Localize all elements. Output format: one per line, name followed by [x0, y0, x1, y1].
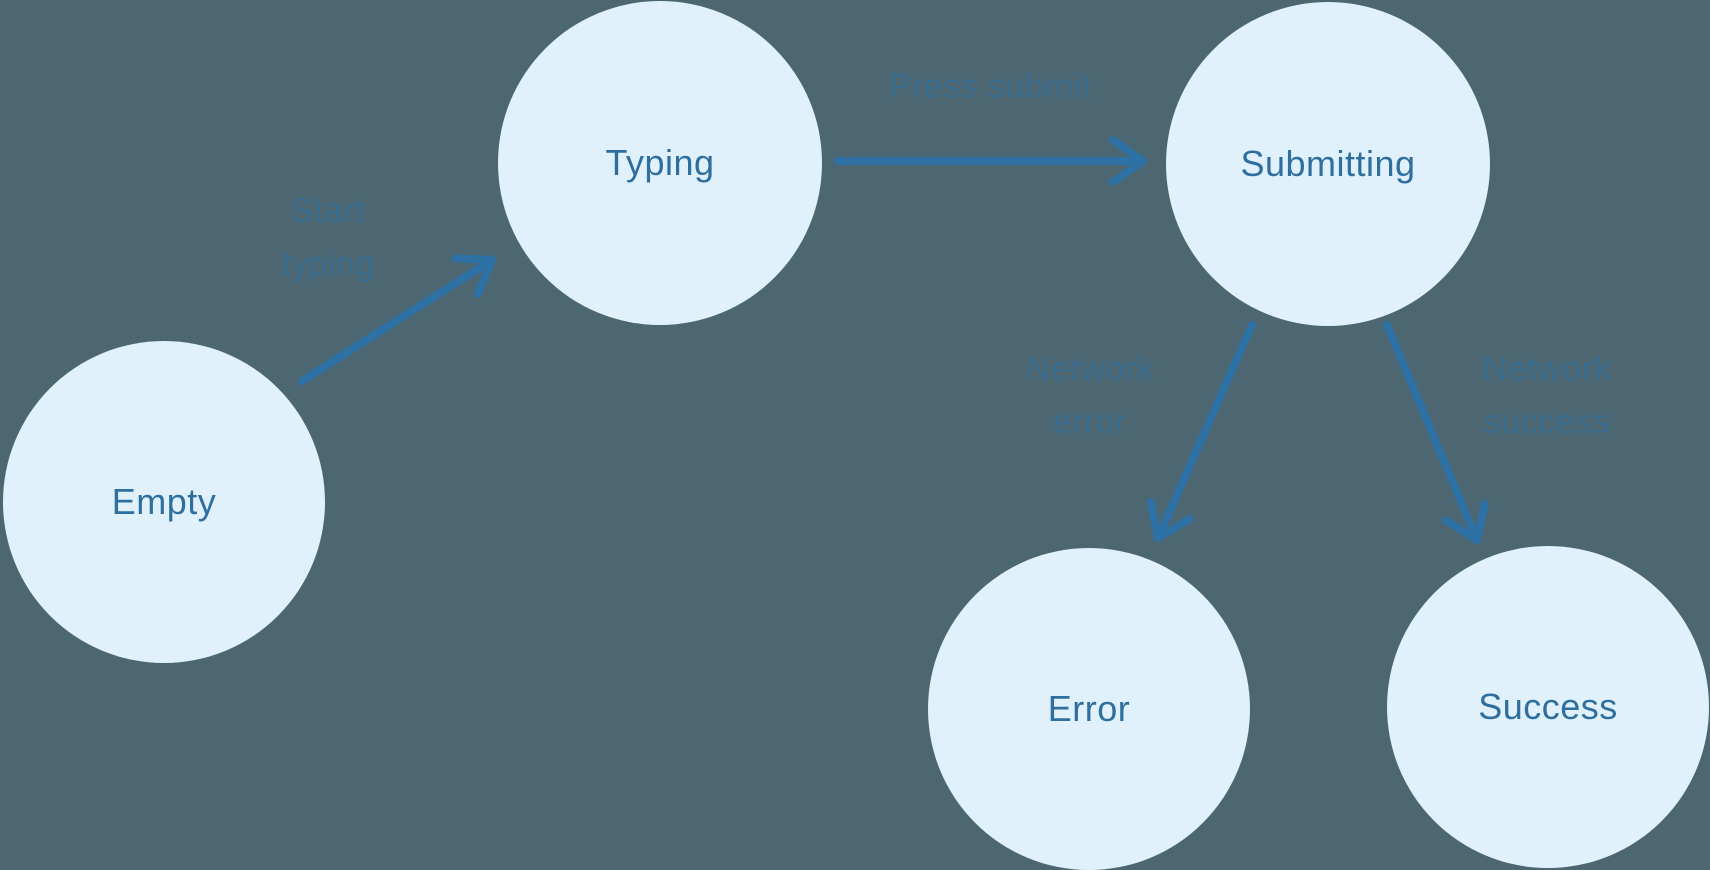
state-label-success: Success	[1478, 686, 1618, 727]
transition-label-line: error	[1052, 403, 1128, 441]
arrow-submitting-to-success	[1383, 321, 1489, 544]
arrow-submitting-to-error	[1146, 321, 1256, 542]
state-node-error: Error	[928, 548, 1250, 870]
state-node-submitting: Submitting	[1166, 2, 1490, 326]
transition-label-line: Network	[1025, 350, 1155, 388]
state-label-typing: Typing	[605, 142, 715, 183]
state-node-typing: Typing	[498, 1, 822, 325]
transition-label-line: Network	[1482, 350, 1612, 388]
state-node-empty: Empty	[3, 341, 325, 663]
state-label-error: Error	[1047, 688, 1131, 729]
transition-label-start-typing: Start typing	[281, 185, 375, 291]
transition-label-network-success: Network success	[1483, 343, 1611, 449]
state-label-submitting: Submitting	[1240, 143, 1416, 184]
transition-label-line: typing	[281, 245, 375, 283]
state-node-success: Success	[1387, 546, 1709, 868]
transition-label-press-submit: Press submit	[889, 61, 1092, 114]
transition-label-line: Start	[290, 192, 366, 230]
transition-label-line: success	[1483, 403, 1611, 441]
transition-label-line: Press submit	[888, 67, 1092, 106]
transition-label-network-error: Network error	[1026, 343, 1154, 449]
state-label-empty: Empty	[111, 481, 217, 522]
